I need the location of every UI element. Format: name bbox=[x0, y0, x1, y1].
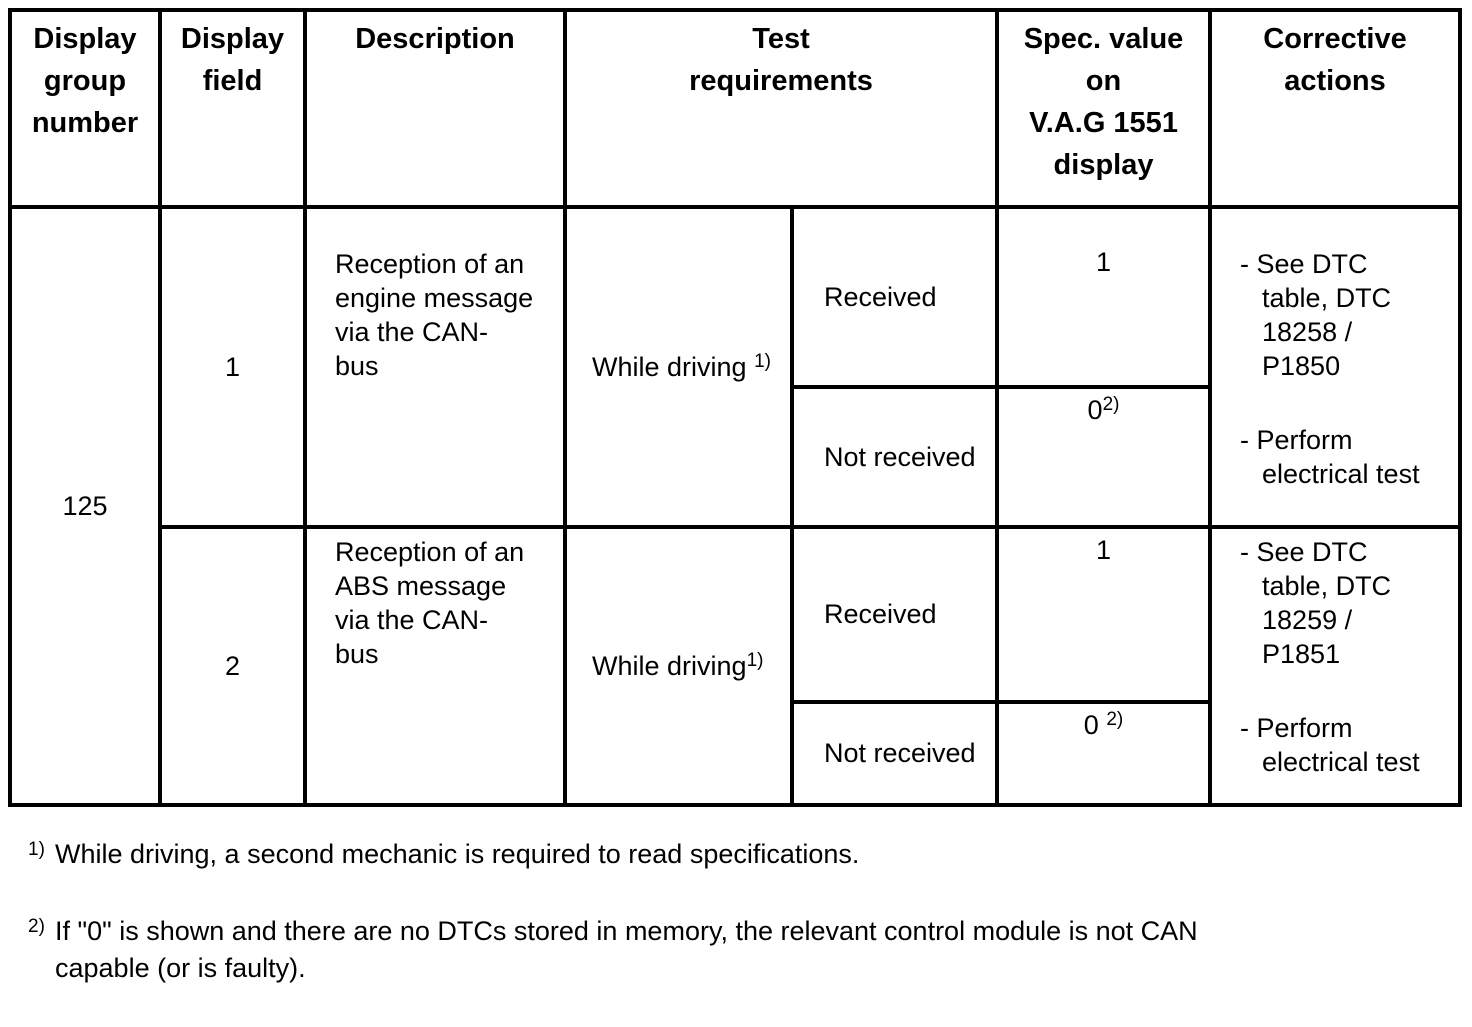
footnote-ref-icon: 2) bbox=[1102, 394, 1120, 415]
row-group2-not-received: Not received 0 2) bbox=[10, 700, 1460, 807]
footnote-ref-icon: 1) bbox=[746, 649, 764, 671]
footnotes: 1) While driving, a second mechanic is re… bbox=[0, 836, 1460, 1027]
footnote-ref-icon: 1) bbox=[754, 350, 771, 372]
row-group1-not-received: Not received 02) bbox=[10, 385, 1460, 529]
header-description: Description bbox=[303, 8, 567, 209]
footnote-marker: 2) bbox=[28, 916, 45, 937]
cell-condition-2-received: Received bbox=[789, 525, 1000, 704]
footnote-1: 1) While driving, a second mechanic is re… bbox=[0, 836, 1460, 873]
cell-spec-value-1-received: 1 bbox=[995, 205, 1213, 389]
footnote-text: If "0" is shown and there are no DTCs st… bbox=[55, 916, 1198, 983]
cell-condition-1-received: Received bbox=[789, 205, 1000, 389]
cell-test-requirement-2: While driving1) bbox=[563, 525, 794, 807]
cell-test-requirement-1: While driving 1) bbox=[563, 205, 794, 529]
spec-value: 1 bbox=[1096, 247, 1112, 277]
footnote-2: 2) If "0" is shown and there are no DTCs … bbox=[0, 913, 1460, 987]
spec-value: 0 bbox=[1083, 710, 1107, 740]
cell-condition-1-not-received: Not received bbox=[789, 385, 1000, 529]
footnote-ref-icon: 2) bbox=[1106, 709, 1124, 730]
cell-display-group-number: 125 bbox=[8, 205, 162, 807]
test-requirement-text: While driving bbox=[592, 351, 755, 382]
cell-condition-2-not-received: Not received bbox=[789, 700, 1000, 807]
cell-display-field-1: 1 bbox=[158, 205, 307, 529]
test-requirement-text: While driving bbox=[592, 650, 747, 681]
cell-display-field-2: 2 bbox=[158, 525, 307, 807]
cell-spec-value-2-received: 1 bbox=[995, 525, 1213, 704]
cell-spec-value-1-not-received: 02) bbox=[995, 385, 1213, 529]
footnote-marker: 1) bbox=[28, 839, 45, 860]
footnote-text: While driving, a second mechanic is requ… bbox=[55, 839, 860, 869]
spec-value: 1 bbox=[1096, 535, 1112, 565]
spec-value: 0 bbox=[1087, 395, 1103, 425]
cell-spec-value-2-not-received: 0 2) bbox=[995, 700, 1213, 807]
